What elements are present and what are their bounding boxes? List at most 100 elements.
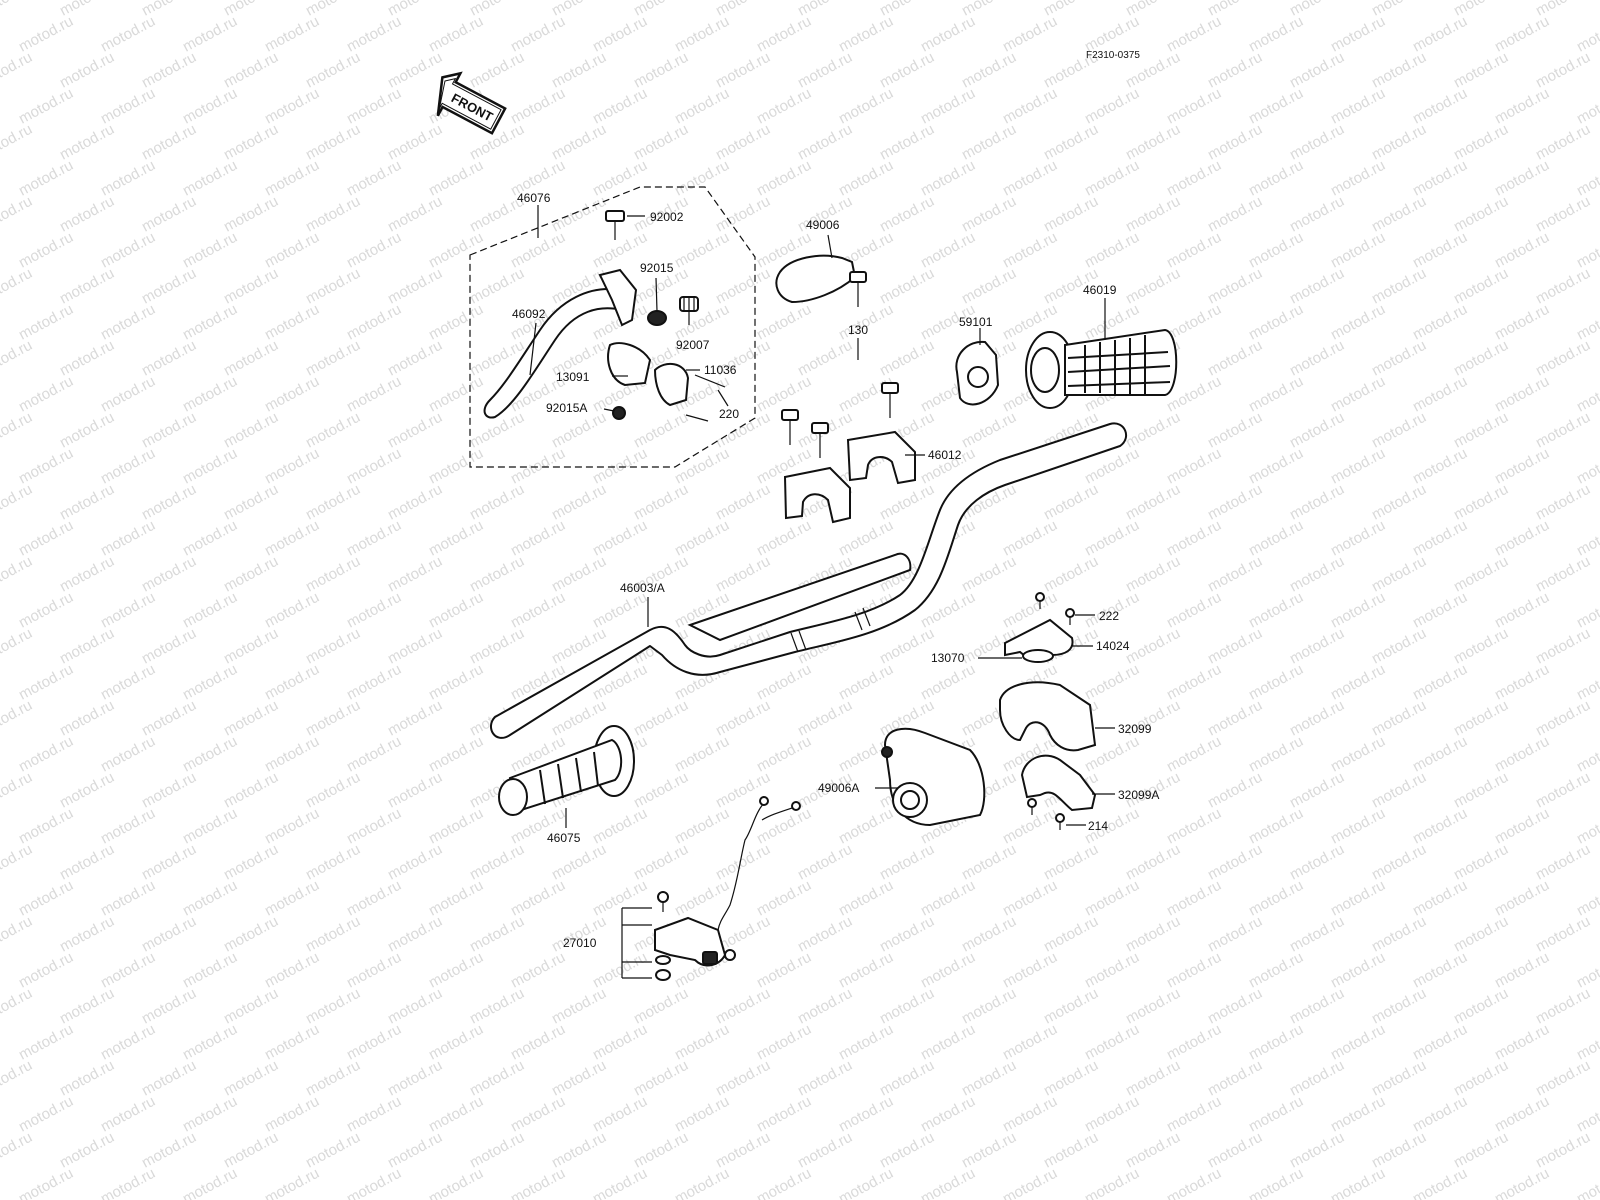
watermark-text: motod.ru — [1328, 1165, 1388, 1200]
label-222: 222 — [1099, 609, 1119, 623]
leader-220 — [717, 389, 729, 407]
label-13091: 13091 — [556, 370, 590, 384]
handlebar-clamp-upper — [846, 430, 916, 485]
watermark-text: motod.ru — [426, 1165, 486, 1200]
screw-220b — [685, 414, 709, 422]
label-214: 214 — [1088, 819, 1108, 833]
watermark-text: motod.ru — [1574, 661, 1600, 704]
clamp-bolts — [781, 271, 899, 458]
watermark-text: motod.ru — [1574, 949, 1600, 992]
label-32099: 32099 — [1118, 722, 1152, 736]
left-grip — [498, 725, 635, 816]
label-92015: 92015 — [640, 261, 674, 275]
watermark-text: motod.ru — [0, 913, 35, 956]
screw-214-set — [1027, 798, 1065, 830]
watermark-text: motod.ru — [1574, 85, 1600, 128]
watermark-text: motod.ru — [1574, 589, 1600, 632]
label-11036: 11036 — [704, 363, 737, 377]
watermark-text: motod.ru — [0, 265, 35, 308]
label-46075: 46075 — [547, 831, 581, 845]
label-46003A: 46003/A — [620, 581, 665, 595]
watermark-text: motod.ru — [1574, 13, 1600, 56]
watermark-text: motod.ru — [98, 1165, 158, 1200]
handlebar — [490, 422, 1128, 739]
label-46019: 46019 — [1083, 283, 1117, 297]
watermark-text: motod.ru — [0, 985, 35, 1028]
throttle-case-upper — [999, 681, 1097, 752]
lever-holder — [607, 342, 652, 387]
watermark-text: motod.ru — [0, 193, 35, 236]
watermark-text: motod.ru — [1574, 445, 1600, 488]
watermark-text: motod.ru — [0, 337, 35, 380]
label-92002: 92002 — [650, 210, 684, 224]
leader-92015A — [603, 408, 615, 412]
watermark-text: motod.ru — [1574, 517, 1600, 560]
watermark-text: motod.ru — [672, 1165, 732, 1200]
watermark-text: motod.ru — [918, 1165, 978, 1200]
pivot-bolt — [605, 210, 625, 240]
screw-222-set — [1035, 592, 1075, 625]
watermark-text: motod.ru — [0, 697, 35, 740]
watermark-text: motod.ru — [590, 1165, 650, 1200]
watermark-text: motod.ru — [0, 769, 35, 812]
throttle-grip — [1025, 328, 1178, 409]
watermark-text: motod.ru — [1574, 733, 1600, 776]
watermark-text: motod.ru — [0, 49, 35, 92]
washer-a — [612, 406, 626, 420]
watermark-text: motod.ru — [0, 481, 35, 524]
watermark-text: motod.ru — [1082, 1165, 1142, 1200]
watermark-text: motod.ru — [0, 121, 35, 164]
screw-220a — [694, 374, 726, 388]
lever-clamp — [653, 362, 690, 407]
adjuster-screw — [679, 296, 699, 312]
ring-13070 — [1022, 649, 1054, 663]
leader-46092 — [529, 322, 537, 376]
label-14024: 14024 — [1096, 639, 1130, 653]
watermark-text: motod.ru — [1574, 877, 1600, 920]
watermark-text: motod.ru — [0, 553, 35, 596]
watermark-text: motod.ru — [0, 1129, 35, 1172]
label-46092: 46092 — [512, 307, 546, 321]
clutch-lever — [483, 268, 638, 419]
watermark-text: motod.ru — [1574, 301, 1600, 344]
label-92015A: 92015A — [546, 401, 587, 415]
watermark-text: motod.ru — [1164, 1165, 1224, 1200]
label-49006A: 49006A — [818, 781, 859, 795]
watermark-text: motod.ru — [1410, 1165, 1470, 1200]
watermark-text: motod.ru — [344, 1165, 404, 1200]
throttle-case-lower — [1020, 754, 1097, 812]
label-32099A: 32099A — [1118, 788, 1159, 802]
watermark-text: motod.ru — [0, 841, 35, 884]
throttle-housing — [955, 340, 1000, 406]
watermark-text: motod.ru — [262, 1165, 322, 1200]
watermark-text: motod.ru — [1246, 1165, 1306, 1200]
label-13070: 13070 — [931, 651, 965, 665]
label-49006: 49006 — [806, 218, 840, 232]
label-46076: 46076 — [517, 191, 551, 205]
label-27010: 27010 — [563, 936, 597, 950]
watermark-text: motod.ru — [0, 0, 35, 20]
watermark-text: motod.ru — [16, 1165, 76, 1200]
label-130: 130 — [848, 323, 868, 337]
watermark-text: motod.ru — [0, 409, 35, 452]
leader-92015 — [655, 277, 658, 312]
watermark-text: motod.ru — [1574, 805, 1600, 848]
watermark-text: motod.ru — [1000, 1165, 1060, 1200]
watermark-text: motod.ru — [836, 1165, 896, 1200]
watermark-text: motod.ru — [0, 625, 35, 668]
watermark-text: motod.ru — [0, 1057, 35, 1100]
washer — [647, 310, 667, 326]
handlebar-clamp-lower — [783, 466, 851, 524]
label-46012: 46012 — [928, 448, 962, 462]
throttle-cover — [881, 727, 986, 827]
engine-stop-switch — [654, 796, 801, 981]
lever-assembly-box — [469, 186, 756, 468]
watermark-text: motod.ru — [1574, 157, 1600, 200]
label-92007: 92007 — [676, 338, 710, 352]
lever-dust-cover — [775, 234, 857, 304]
watermark-text: motod.ru — [1574, 373, 1600, 416]
watermark-text: motod.ru — [754, 1165, 814, 1200]
watermark-text: motod.ru — [1574, 1093, 1600, 1136]
drawing-code: F2310-0375 — [1086, 50, 1140, 61]
